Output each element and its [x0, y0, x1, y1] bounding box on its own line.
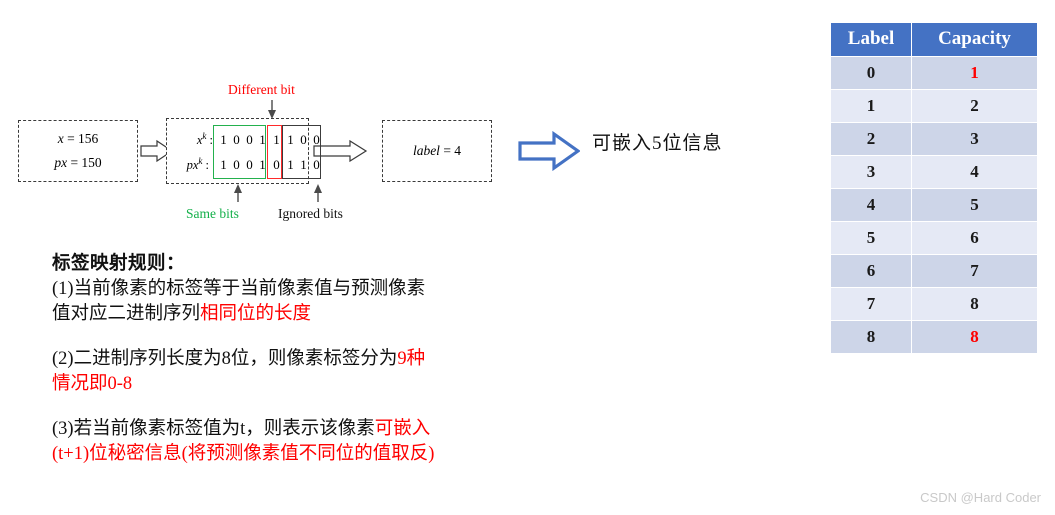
rule-1-black-tail: 值对应二进制序列 [52, 303, 201, 324]
cell-capacity: 1 [910, 56, 1039, 90]
bit-px-5: 1 [287, 157, 294, 172]
output-label-box: label = 4 [382, 120, 492, 182]
bit-row-label-px: pxk : [186, 156, 209, 173]
cell-capacity: 2 [910, 89, 1039, 123]
different-bit-annotation: Different bit [228, 82, 295, 97]
embedding-capacity-caption: 可嵌入5位信息 [592, 133, 723, 154]
bit-px-3: 1 [259, 157, 266, 172]
cell-capacity: 5 [910, 188, 1039, 222]
cell-capacity: 8 [910, 320, 1039, 354]
label-mapping-rules: 标签映射规则： (1)当前像素的标签等于当前像素值与预测像素 值对应二进制序列相… [52, 252, 542, 467]
rule-3-red-a: 可嵌入 [374, 418, 431, 439]
cell-label: 6 [830, 254, 912, 288]
ignored-bits-highlight [282, 125, 321, 179]
watermark: CSDN @Hard Coder [920, 490, 1041, 505]
binary-comparison-box: xk : pxk : 1 0 0 1 1 1 0 0 1 0 0 1 0 1 1… [166, 118, 321, 184]
cell-label: 7 [830, 287, 912, 321]
table-header-row: Label Capacity [830, 22, 1039, 57]
bit-x-0: 1 [220, 132, 227, 147]
rule-2-line-1: (2)二进制序列长度为8位，则像素标签分为9种 [52, 347, 542, 372]
bit-x-5: 1 [287, 132, 294, 147]
cell-label: 3 [830, 155, 912, 189]
bit-px-4: 0 [273, 157, 280, 172]
cell-label: 4 [830, 188, 912, 222]
ignored-bits-annotation: Ignored bits [278, 206, 343, 221]
bit-x-2: 0 [246, 132, 253, 147]
rule-2-red-a: 9种 [397, 348, 426, 369]
bit-x-3: 1 [259, 132, 266, 147]
input-px-value: px = 150 [54, 155, 102, 170]
same-bits-highlight [213, 125, 266, 179]
cell-capacity: 6 [910, 221, 1039, 255]
cell-capacity: 4 [910, 155, 1039, 189]
rule-1-line-1: (1)当前像素的标签等于当前像素值与预测像素 [52, 278, 426, 299]
different-bit-highlight [267, 125, 282, 179]
bit-px-2: 0 [246, 157, 253, 172]
rule-2-black: (2)二进制序列长度为8位，则像素标签分为 [52, 348, 398, 369]
rule-3-line-2: (t+1)位秘密信息(将预测像素值不同位的值取反) [52, 443, 435, 464]
rules-heading: 标签映射规则： [52, 254, 186, 274]
bit-px-6: 1 [300, 157, 307, 172]
bit-x-4: 1 [273, 132, 280, 147]
bit-x-6: 0 [300, 132, 307, 147]
rules-spacer-1 [52, 327, 542, 347]
rule-1-red: 相同位的长度 [200, 303, 312, 324]
bit-x-7: 0 [313, 132, 320, 147]
rule-1-line-2: 值对应二进制序列相同位的长度 [52, 302, 542, 327]
rule-3-black: (3)若当前像素标签值为t，则表示该像素 [52, 418, 375, 439]
bit-row-label-x: xk : [196, 131, 213, 148]
input-x-value: x = 156 [57, 131, 99, 147]
bit-px-1: 0 [233, 157, 240, 172]
bit-grid: xk : pxk : 1 0 0 1 1 1 0 0 1 0 0 1 0 1 1… [167, 119, 321, 183]
blue-block-arrow-icon [518, 131, 580, 171]
bit-px-0: 1 [220, 157, 227, 172]
column-header-capacity: Capacity [910, 22, 1039, 57]
cell-label: 5 [830, 221, 912, 255]
cell-capacity: 3 [910, 122, 1039, 156]
rule-3-line-1: (3)若当前像素标签值为t，则表示该像素可嵌入 [52, 417, 542, 442]
rules-spacer-2 [52, 397, 542, 417]
bit-x-1: 0 [233, 132, 240, 147]
cell-label: 2 [830, 122, 912, 156]
input-pixel-box: x = 156 px = 150 [18, 120, 138, 182]
bit-px-7: 0 [313, 157, 320, 172]
label-value: label = 4 [412, 143, 462, 159]
pixel-label-diagram: x = 156 px = 150 xk : pxk : 1 0 0 1 1 1 … [0, 0, 790, 240]
cell-capacity: 7 [910, 254, 1039, 288]
cell-label: 8 [830, 320, 912, 354]
table-head: Label Capacity [830, 22, 1039, 57]
rule-2-line-2: 情况即0-8 [52, 373, 133, 394]
same-bits-annotation: Same bits [186, 206, 239, 221]
cell-capacity: 8 [910, 287, 1039, 321]
column-header-label: Label [830, 22, 912, 57]
cell-label: 0 [830, 56, 912, 90]
cell-label: 1 [830, 89, 912, 123]
